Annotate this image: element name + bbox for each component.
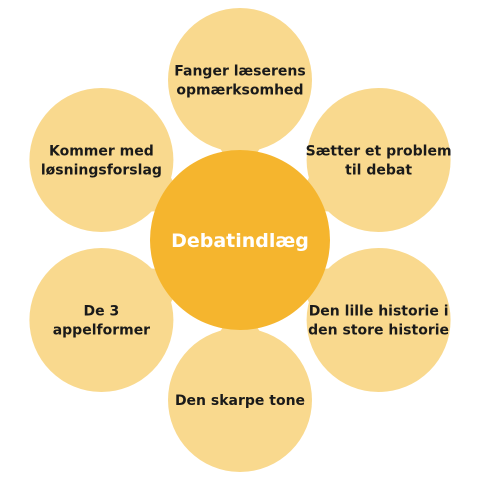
petal-label-line: appelformer bbox=[53, 323, 150, 339]
petal-label-line: Den lille historie i bbox=[309, 304, 449, 320]
petal-6: Kommer med løsningsforslag bbox=[29, 88, 183, 232]
petal-label-line: den store historie bbox=[308, 323, 449, 339]
center-circle bbox=[150, 150, 330, 330]
petal-1: Fanger læserens opmærksomhed bbox=[168, 8, 312, 170]
petal-label-line: Sætter et problem bbox=[306, 144, 452, 160]
petal-circle bbox=[168, 8, 312, 152]
petal-label-line: De 3 bbox=[84, 304, 120, 320]
petal-circle bbox=[29, 248, 174, 392]
petal-label-line: løsningsforslag bbox=[41, 163, 162, 179]
petal-4: Den skarpe tone bbox=[168, 310, 312, 472]
petal-circle bbox=[306, 248, 451, 392]
petal-label-line: til debat bbox=[345, 163, 412, 179]
petal-label-line: Den skarpe tone bbox=[175, 393, 305, 409]
petal-5: De 3 appelformer bbox=[29, 248, 183, 392]
petal-3: Den lille historie i den store historie bbox=[297, 248, 451, 392]
petal-circle bbox=[29, 88, 174, 232]
petal-label-line: opmærksomhed bbox=[176, 83, 303, 99]
petal-label-line: Fanger læserens bbox=[174, 64, 305, 80]
petal-2: Sætter et problem til debat bbox=[297, 88, 452, 232]
petal-label-line: Kommer med bbox=[49, 144, 154, 160]
center-layer: Debatindlæg bbox=[150, 150, 330, 330]
petal-circle bbox=[306, 88, 451, 232]
petal-circle bbox=[168, 328, 312, 472]
center-label: Debatindlæg bbox=[171, 230, 309, 252]
